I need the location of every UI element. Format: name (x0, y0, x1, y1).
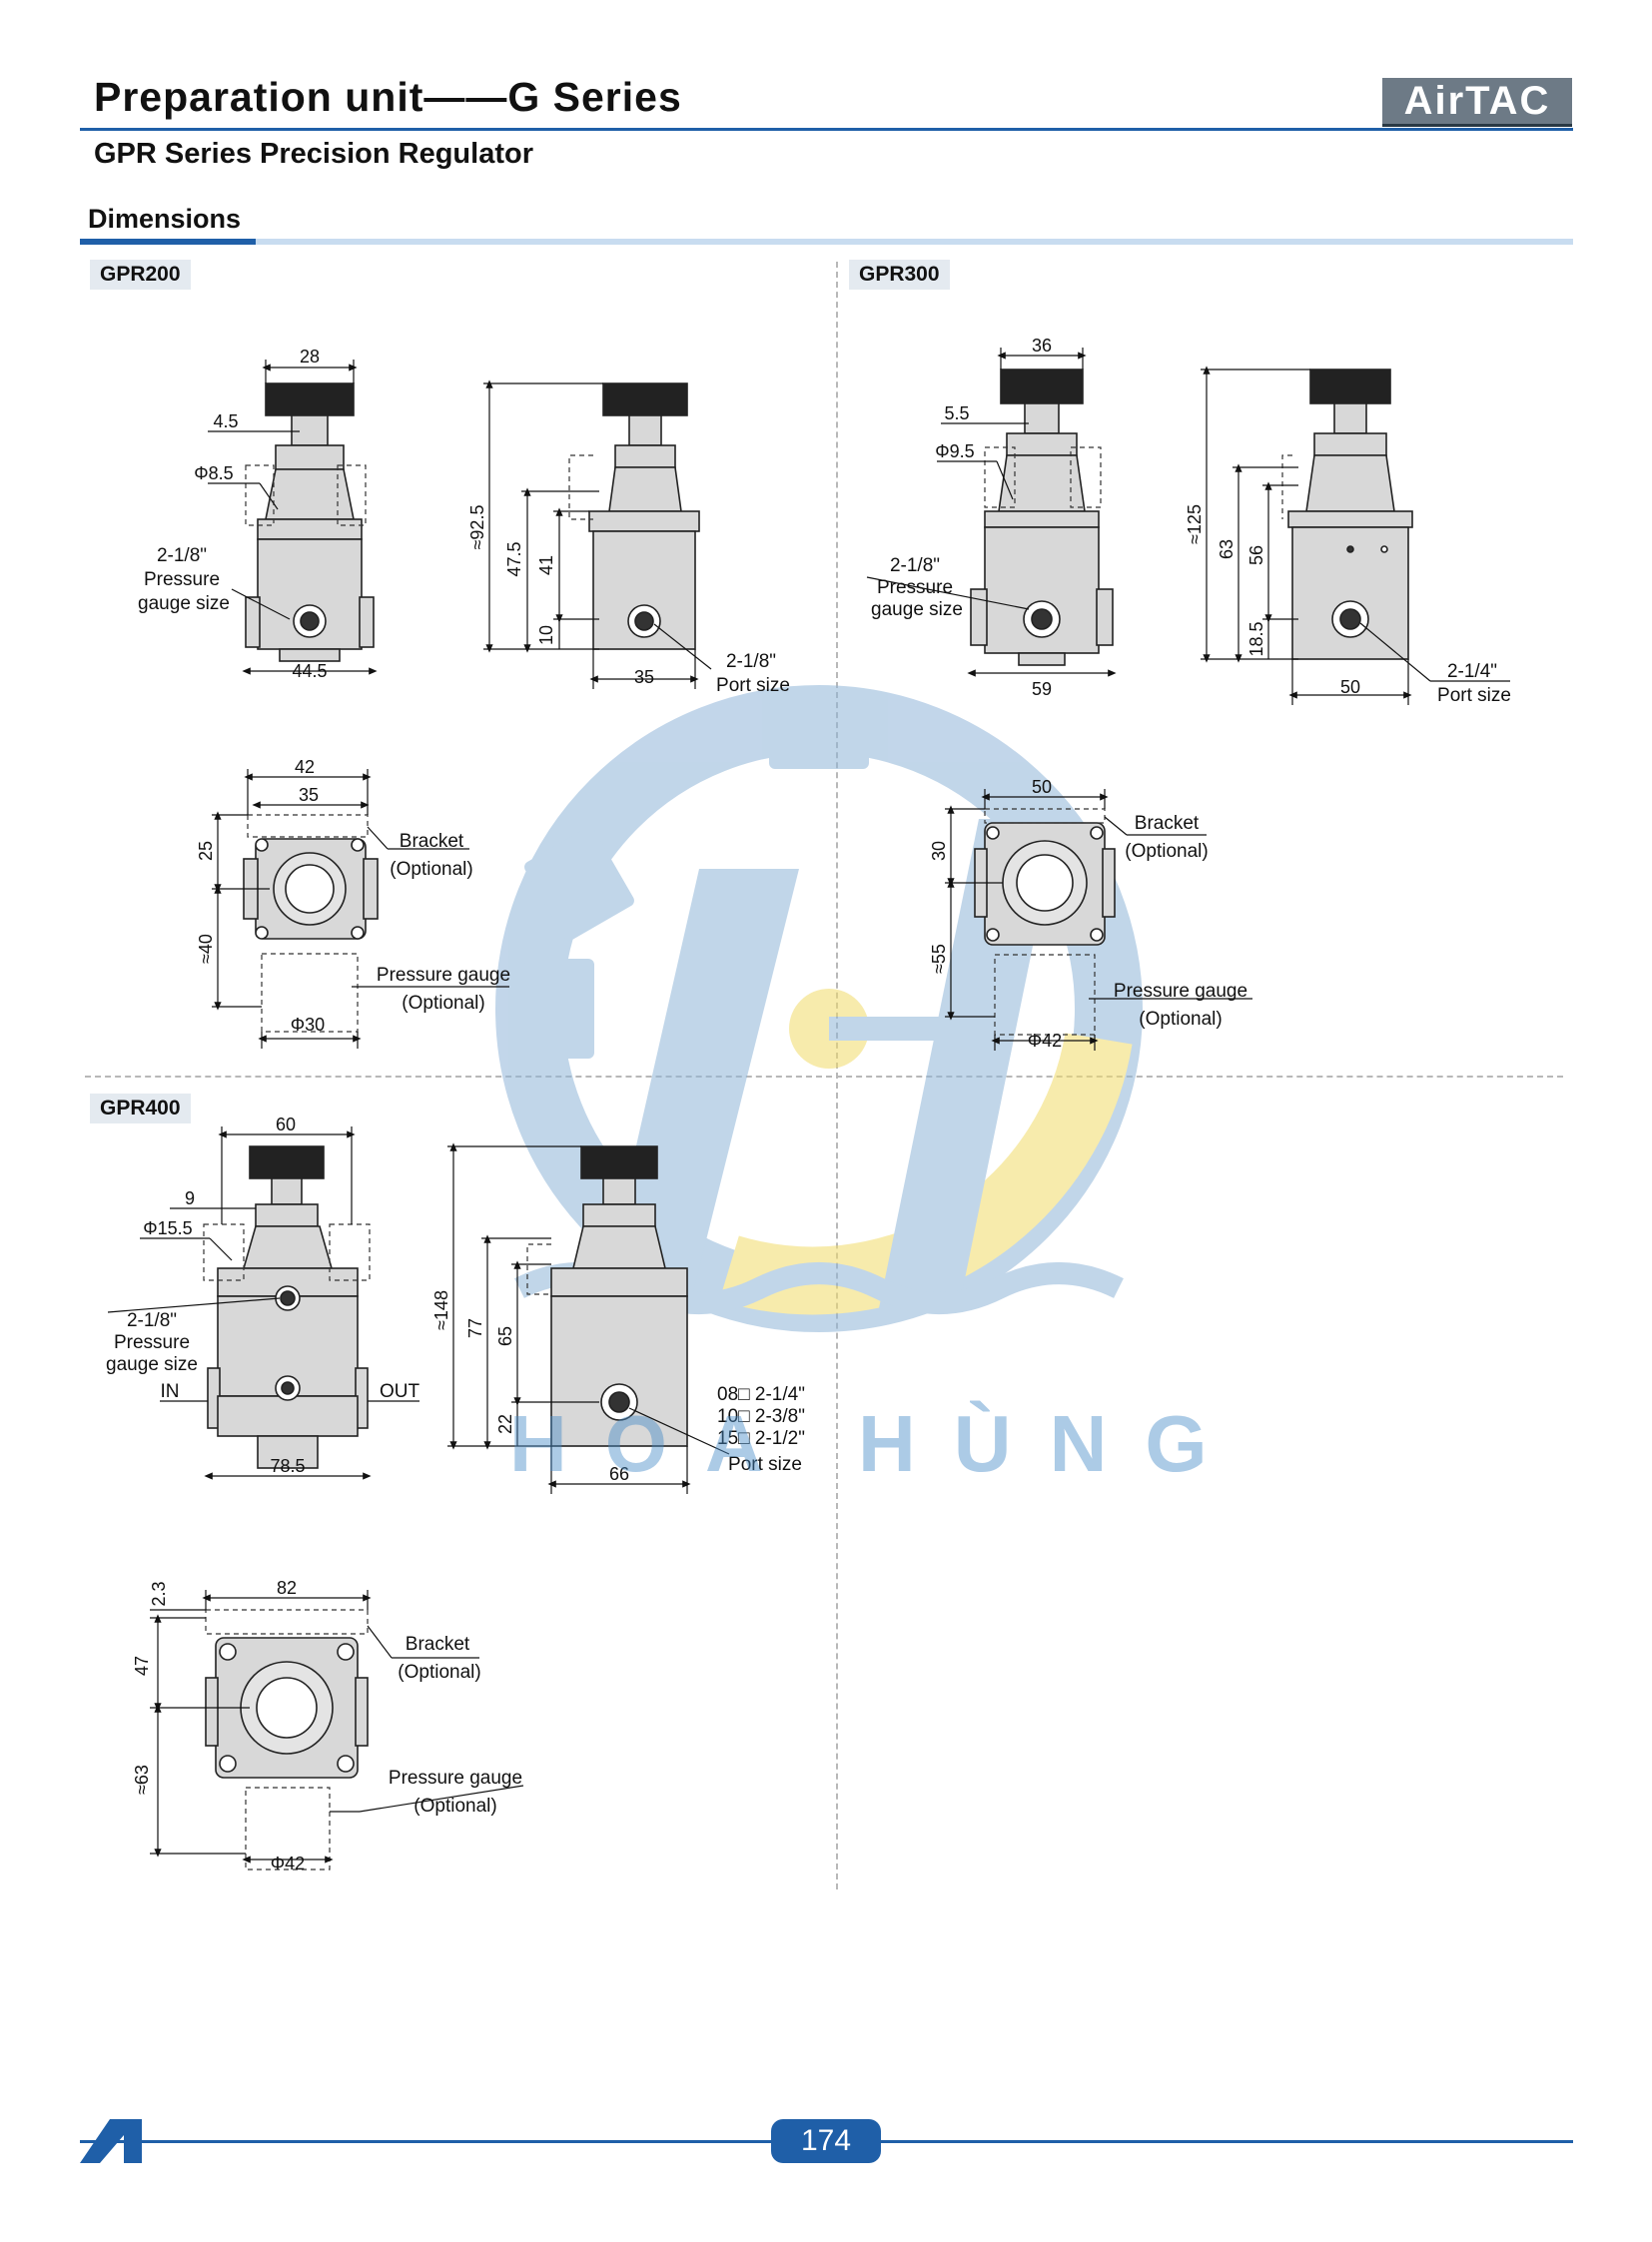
gpr200-dim-h3: 10 (536, 625, 556, 645)
gpr400-dim-d2: Φ15.5 (143, 1218, 192, 1238)
gpr300-gauge-label-1: 2-1/8" (890, 555, 940, 576)
gpr300-dim-h2: 56 (1246, 545, 1266, 565)
gpr400-out-label: OUT (380, 1381, 420, 1402)
watermark-text: HOA HÙNG (509, 1399, 1245, 1488)
gpr300-dim-h3: 18.5 (1246, 621, 1266, 656)
gpr200-dim-height-total: ≈92.5 (467, 505, 487, 550)
gpr300-dim-d2: Φ9.5 (935, 441, 974, 461)
gpr400-port-option-3: 15□ 2-1/2" (717, 1428, 805, 1449)
model-tag-gpr300: GPR300 (849, 260, 950, 290)
gpr300-dim-d1: 5.5 (944, 403, 969, 423)
gpr200-dim-h2: 41 (536, 555, 556, 575)
gpr200-dim-width-bottom: 44.5 (292, 661, 327, 681)
gpr300-top-diameter: Φ42 (1028, 1031, 1062, 1051)
gpr300-port-1: 2-1/4" (1447, 661, 1497, 682)
gpr400-dim-height-total: ≈148 (431, 1290, 451, 1330)
gpr400-front-view (207, 1145, 369, 1469)
page-number: 174 (771, 2119, 881, 2163)
gpr400-dim-d1: 9 (185, 1188, 195, 1208)
gpr400-dim-h2: 65 (495, 1326, 515, 1346)
gpr300-top-h1: 30 (929, 841, 949, 861)
model-tag-gpr200: GPR200 (90, 260, 191, 290)
gpr200-bracket-1: Bracket (400, 831, 464, 852)
section-title: Dimensions (88, 204, 242, 234)
gpr200-side-view (588, 382, 700, 650)
footer-logo-icon (80, 2119, 142, 2163)
model-tag-gpr400: GPR400 (90, 1094, 191, 1123)
gpr300-bracket-2: (Optional) (1125, 841, 1208, 862)
gpr400-dim-side-width: 66 (609, 1464, 629, 1484)
section-rule (80, 239, 1573, 245)
gpr400-dim-h1: 77 (465, 1318, 485, 1338)
gpr300-top-view (974, 822, 1116, 946)
gpr200-top-view (243, 838, 379, 940)
gpr300-dim-h1: 63 (1217, 539, 1237, 559)
gpr400-side-view (550, 1145, 688, 1447)
gpr400-top-h1: 47 (132, 1656, 152, 1676)
gpr200-gauge-label-2: Pressure (144, 569, 220, 590)
page-subtitle: GPR Series Precision Regulator (94, 138, 533, 170)
gpr400-bracket-2: (Optional) (398, 1662, 480, 1683)
gpr400-top-h2: ≈63 (132, 1765, 152, 1795)
gpr200-dim-d1: 4.5 (213, 411, 238, 431)
gpr200-gauge-2: (Optional) (402, 993, 484, 1014)
gpr200-top-h2: ≈40 (196, 934, 216, 964)
gpr200-top-w1: 42 (295, 757, 315, 777)
gpr200-gauge-label-1: 2-1/8" (157, 545, 207, 566)
gpr200-dim-side-width: 35 (634, 667, 654, 687)
gpr400-gauge-label-3: gauge size (106, 1354, 198, 1375)
gpr200-gauge-1: Pressure gauge (377, 965, 510, 986)
gpr400-dim-width-top: 60 (276, 1115, 296, 1134)
gpr300-gauge-label-2: Pressure (877, 577, 953, 598)
page-title: Preparation unit——G Series (94, 74, 682, 120)
gpr200-front-view (245, 382, 375, 662)
gpr200-top-h1: 25 (196, 841, 216, 861)
brand-logo: AirTAC (1382, 78, 1572, 127)
gpr200-dim-h1: 47.5 (504, 541, 524, 576)
gpr400-port-option-1: 08□ 2-1/4" (717, 1384, 805, 1405)
gpr400-top-d-top: 2.3 (149, 1581, 169, 1606)
gpr200-top-diameter: Φ30 (291, 1015, 325, 1035)
gpr400-top-view (205, 1637, 369, 1779)
gpr200-bracket-2: (Optional) (390, 859, 472, 880)
gpr400-gauge-1: Pressure gauge (389, 1768, 522, 1789)
gpr200-top-w2: 35 (299, 785, 319, 805)
gpr200-dim-d2: Φ8.5 (194, 463, 233, 483)
gpr300-gauge-label-3: gauge size (871, 599, 963, 620)
gpr300-gauge-1: Pressure gauge (1114, 981, 1247, 1002)
header-rule (80, 128, 1573, 131)
gpr300-side-view (1287, 369, 1413, 660)
gpr300-front-view (970, 369, 1114, 666)
gpr400-port-option-2: 10□ 2-3/8" (717, 1406, 805, 1427)
gpr400-dim-width-bottom: 78.5 (270, 1456, 305, 1476)
gpr400-top-diameter: Φ42 (271, 1854, 305, 1873)
gpr300-port-2: Port size (1437, 685, 1511, 706)
gpr300-top-w1: 50 (1032, 777, 1052, 797)
gpr300-bracket-1: Bracket (1135, 813, 1200, 834)
gpr300-top-h2: ≈55 (929, 944, 949, 974)
gpr400-gauge-2: (Optional) (413, 1796, 496, 1817)
gpr200-port-1: 2-1/8" (726, 651, 776, 672)
gpr400-gauge-label-2: Pressure (114, 1332, 190, 1353)
gpr200-port-2: Port size (716, 675, 790, 696)
gpr400-port-label: Port size (728, 1454, 802, 1475)
gpr300-dim-width-top: 36 (1032, 336, 1052, 356)
gpr400-bracket-1: Bracket (406, 1634, 470, 1655)
gpr400-dim-h3: 22 (495, 1414, 515, 1434)
section-rule-accent (80, 239, 256, 245)
gpr400-top-w1: 82 (277, 1578, 297, 1598)
gpr400-gauge-label-1: 2-1/8" (127, 1310, 177, 1331)
row-divider (85, 1076, 1563, 1078)
gpr300-dim-side-width: 50 (1340, 677, 1360, 697)
gpr300-dim-height-total: ≈125 (1185, 504, 1205, 544)
gpr300-gauge-2: (Optional) (1139, 1009, 1222, 1030)
gpr300-dim-width-bottom: 59 (1032, 679, 1052, 699)
gpr200-gauge-label-3: gauge size (138, 593, 230, 614)
gpr200-dim-width-top: 28 (300, 347, 320, 367)
gpr400-in-label: IN (161, 1381, 180, 1402)
